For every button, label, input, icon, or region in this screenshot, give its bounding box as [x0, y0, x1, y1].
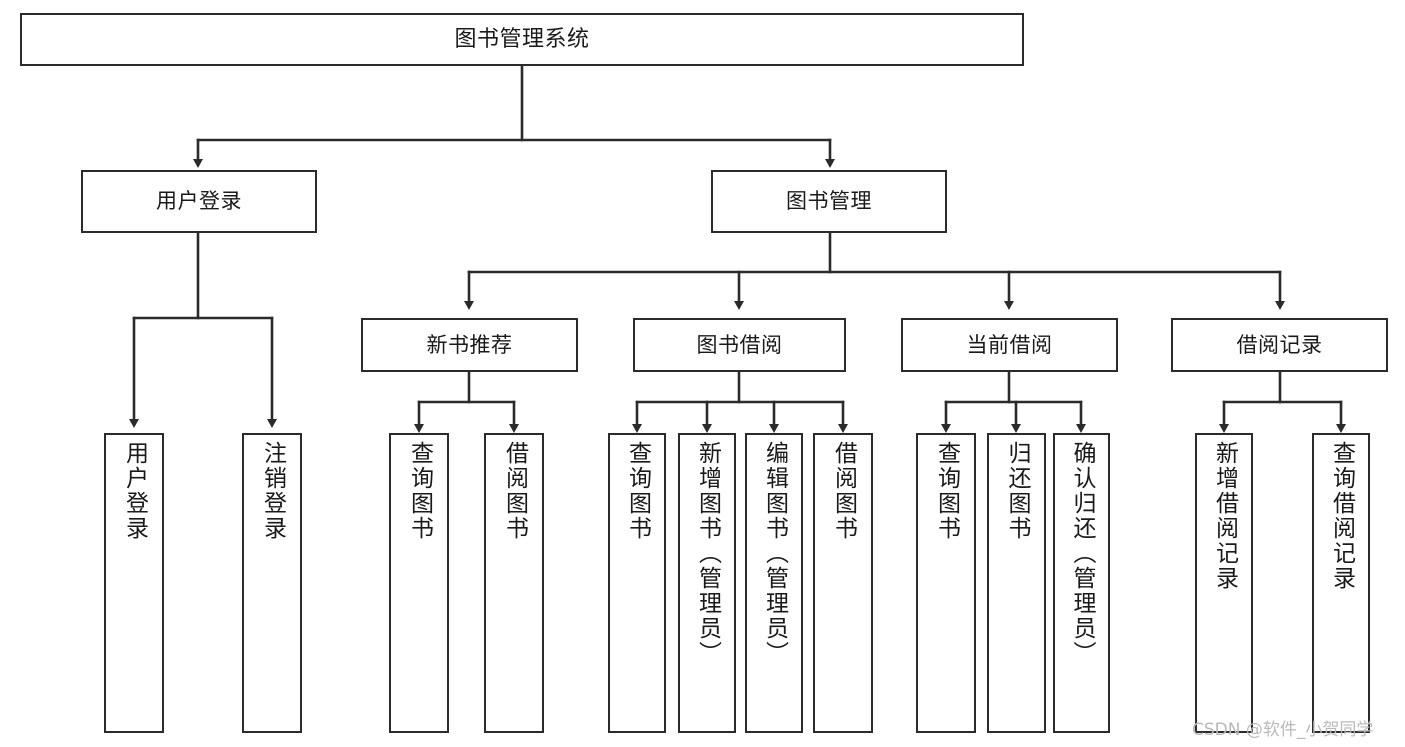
leaf-add-book-admin[interactable]: 新增图书（管理员）: [678, 433, 736, 733]
leaf-edit-book-admin[interactable]: 编辑图书（管理员）: [745, 433, 803, 733]
node-book-management[interactable]: 图书管理: [711, 170, 947, 233]
node-label: 新增借阅记录: [1211, 441, 1238, 591]
node-label: 借阅记录: [1236, 332, 1323, 357]
node-label: 新书推荐: [426, 332, 513, 357]
node-user-login[interactable]: 用户登录: [81, 170, 317, 233]
node-new-book-recommendation[interactable]: 新书推荐: [361, 318, 578, 372]
node-label: 查询图书: [406, 441, 433, 541]
leaf-query-book-new[interactable]: 查询图书: [389, 433, 449, 733]
node-book-borrow[interactable]: 图书借阅: [633, 318, 846, 372]
node-root-book-management-system[interactable]: 图书管理系统: [20, 13, 1024, 66]
node-label: 确认归还（管理员）: [1069, 441, 1095, 666]
leaf-user-login[interactable]: 用户登录: [104, 433, 164, 733]
leaf-query-book-borrow[interactable]: 查询图书: [608, 433, 666, 733]
node-borrow-record[interactable]: 借阅记录: [1171, 318, 1388, 372]
node-label: 编辑图书（管理员）: [761, 441, 788, 666]
leaf-borrow-book-new[interactable]: 借阅图书: [484, 433, 544, 733]
node-label: 借阅图书: [501, 441, 528, 541]
node-label: 新增图书（管理员）: [694, 441, 721, 666]
node-label: 注销登录: [259, 441, 286, 541]
node-label: 用户登录: [156, 189, 242, 214]
leaf-borrow-book[interactable]: 借阅图书: [813, 433, 873, 733]
node-label: 查询图书: [933, 441, 960, 541]
node-label: 归还图书: [1004, 441, 1030, 541]
leaf-query-borrow-record[interactable]: 查询借阅记录: [1312, 433, 1370, 733]
node-label: 图书管理系统: [454, 26, 590, 52]
leaf-query-book-current[interactable]: 查询图书: [916, 433, 976, 733]
leaf-return-book[interactable]: 归还图书: [987, 433, 1046, 733]
node-current-borrow[interactable]: 当前借阅: [901, 318, 1118, 372]
leaf-add-borrow-record[interactable]: 新增借阅记录: [1195, 433, 1253, 733]
leaf-logout[interactable]: 注销登录: [242, 433, 302, 733]
node-label: 图书借阅: [696, 332, 783, 357]
node-label: 借阅图书: [830, 441, 857, 541]
node-label: 当前借阅: [966, 332, 1053, 357]
csdn-watermark: CSDN @软件_小贺同学: [1192, 720, 1374, 740]
node-label: 用户登录: [121, 441, 148, 541]
leaf-confirm-return-admin[interactable]: 确认归还（管理员）: [1053, 433, 1110, 733]
node-label: 查询借阅记录: [1328, 441, 1355, 591]
node-label: 图书管理: [786, 189, 872, 214]
node-label: 查询图书: [624, 441, 651, 541]
